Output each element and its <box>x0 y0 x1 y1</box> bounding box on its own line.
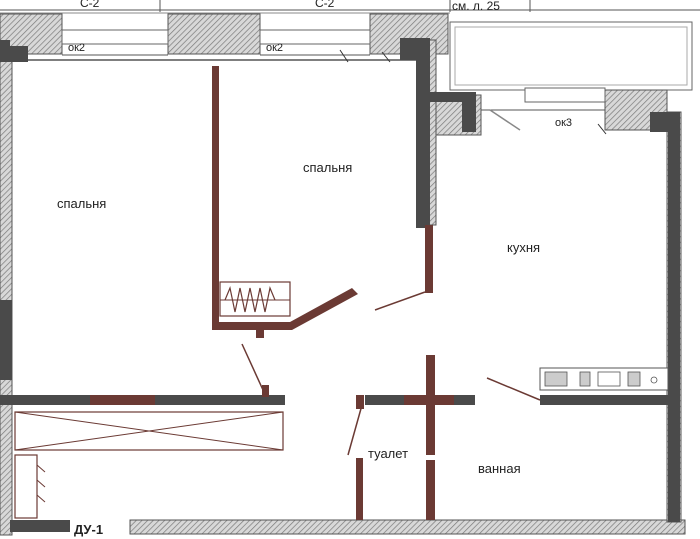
dark-wall-blocks <box>0 38 680 532</box>
balcony <box>449 21 693 91</box>
top-strip: С-2 С-2 см. л. 25 <box>0 0 700 14</box>
window-openings <box>61 29 606 103</box>
window-label-1: ок2 <box>68 42 85 54</box>
partitions <box>90 66 454 520</box>
header-left-code: С-2 <box>80 0 100 10</box>
room-label-kitchen: кухня <box>507 240 540 255</box>
room-label-toilet: туалет <box>368 446 408 461</box>
header-sheet-ref: см. л. 25 <box>452 0 500 13</box>
door-swings <box>241 109 541 456</box>
room-label-bathroom: ванная <box>478 461 521 476</box>
room-label-bedroom-top: спальня <box>303 160 352 175</box>
header-mid-code: С-2 <box>315 0 335 10</box>
wall-ticks <box>339 49 607 135</box>
window-label-3: ок3 <box>555 117 572 129</box>
duct-label: ДУ-1 <box>74 522 103 537</box>
corridor-wardrobe <box>14 411 284 519</box>
closet <box>219 281 291 317</box>
kitchen-counter <box>539 367 669 391</box>
window-label-2: ок2 <box>266 42 283 54</box>
room-label-bedroom-left: спальня <box>57 196 106 211</box>
